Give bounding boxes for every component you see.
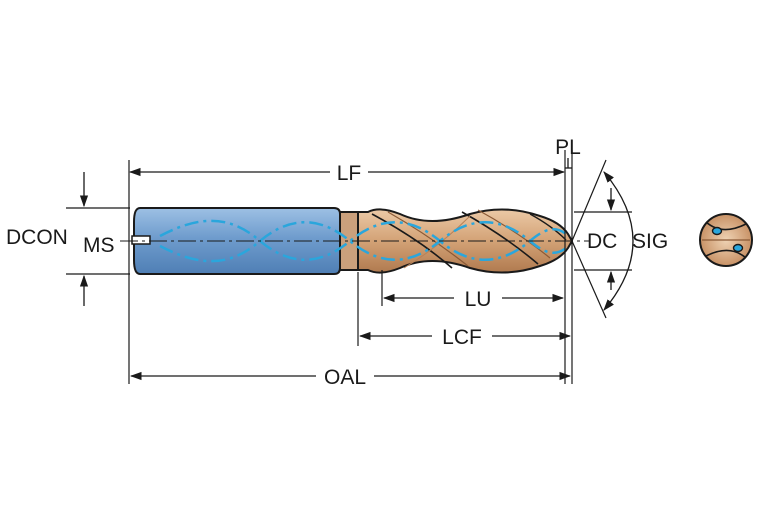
coolant-hole-top <box>711 226 723 236</box>
flute-edge-2 <box>387 211 469 267</box>
oal-label: OAL <box>324 366 366 389</box>
pl-label: PL <box>555 136 581 159</box>
lu-label: LU <box>465 288 492 311</box>
flute-edge-3 <box>461 211 539 265</box>
extension-lines <box>66 150 632 384</box>
dc-label: DC <box>587 230 617 253</box>
lf-label: LF <box>337 162 362 185</box>
dcon-label: DCON <box>6 226 68 249</box>
lcf-label: LCF <box>442 326 482 349</box>
flute-edge-5 <box>529 213 567 241</box>
flute-edge-4 <box>477 209 551 259</box>
ms-label: MS <box>83 234 115 257</box>
sig-label: SIG <box>632 230 668 253</box>
coolant-hole-bottom <box>732 243 744 253</box>
dimension-labels: LF PL DCON MS DC SIG LU LCF OAL <box>6 136 668 389</box>
drill-end-view <box>699 213 753 267</box>
shank-slot <box>131 235 151 245</box>
dimension-lines <box>79 158 634 381</box>
flute-edge-6 <box>403 215 471 269</box>
sig-arc <box>603 171 634 311</box>
drill-tool <box>120 207 590 275</box>
